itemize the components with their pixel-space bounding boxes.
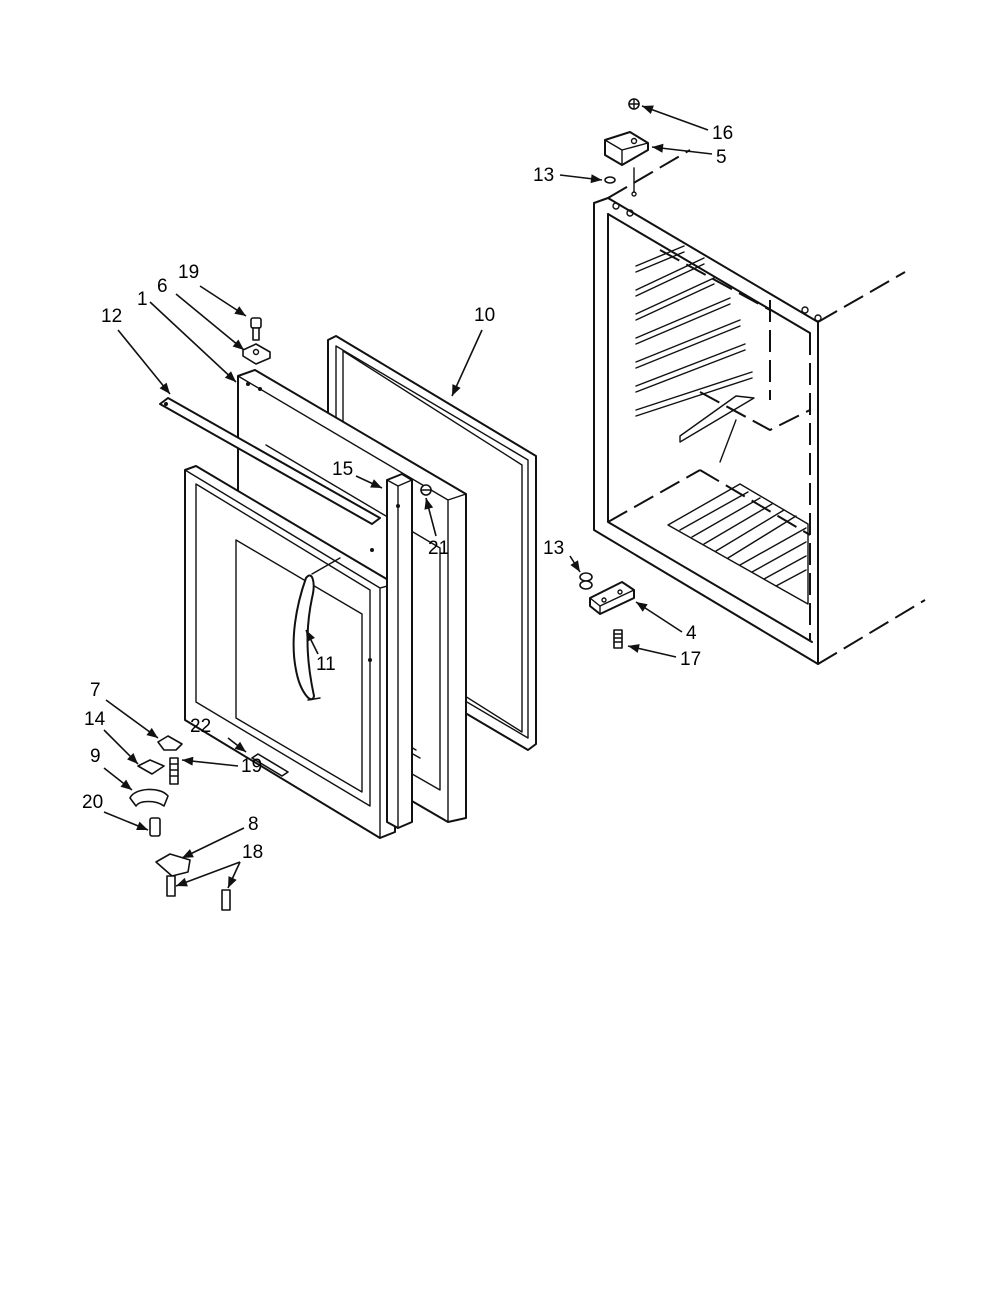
callout-18: 18 (242, 842, 263, 863)
callout-16: 16 (712, 123, 733, 144)
leader-22-arrowhead (234, 741, 246, 752)
hinge-screw-bottom (613, 629, 623, 649)
leader-lines (103, 105, 713, 889)
callout-1: 1 (137, 289, 148, 310)
callout-9: 9 (90, 746, 101, 767)
leader-15-arrowhead (370, 479, 382, 488)
callout-14: 14 (84, 709, 106, 730)
bottom-hinge (589, 581, 635, 615)
top-hinge (604, 131, 649, 166)
leader-19-bottom-arrowhead (182, 756, 194, 766)
leader-4-arrowhead (636, 602, 648, 612)
callout-10: 10 (474, 305, 495, 326)
shim (137, 759, 165, 775)
callout-labels: 16 5 13 19 1 6 12 10 15 21 13 4 17 11 7 … (82, 123, 733, 863)
nut (420, 484, 432, 496)
vent-slots (635, 245, 753, 417)
screw-pair (166, 875, 231, 911)
callout-4: 4 (686, 623, 697, 644)
leader-10 (451, 329, 483, 397)
leader-7-arrowhead (146, 727, 158, 738)
callout-5: 5 (716, 147, 727, 168)
leader-14-arrowhead (127, 753, 138, 764)
hinge-washer-top (604, 176, 616, 184)
leader-13-top-arrowhead (590, 174, 602, 184)
leader-1-arrowhead (224, 371, 236, 382)
leader-10-arrowhead (452, 384, 461, 396)
door-hinge-top (242, 343, 271, 365)
cabinet-body (593, 149, 926, 665)
door-hinge-bottom (157, 735, 183, 751)
bushing (149, 817, 161, 837)
callout-13-top: 13 (533, 165, 554, 186)
callout-21: 21 (428, 538, 449, 559)
leader-8 (181, 827, 245, 859)
leader-18b-arrowhead (228, 876, 237, 888)
callout-7: 7 (90, 680, 101, 701)
callout-8: 8 (248, 814, 259, 835)
leader-20-arrowhead (136, 821, 148, 830)
leader-11-arrowhead (306, 630, 315, 642)
leader-18a (175, 861, 241, 887)
callout-22: 22 (190, 716, 211, 737)
leader-16 (641, 105, 709, 131)
trim-strip (159, 397, 381, 525)
closure-bracket (155, 853, 191, 877)
leader-18a-arrowhead (176, 877, 188, 887)
leader-21-arrowhead (424, 498, 434, 510)
leader-17-arrowhead (628, 644, 640, 653)
leader-5-arrowhead (652, 143, 664, 153)
leader-9-arrowhead (120, 779, 132, 790)
hinge-screw-top (628, 98, 640, 110)
label-plate (251, 753, 289, 777)
callout-19-top: 19 (178, 262, 199, 283)
door-hinge-screw-top (250, 317, 262, 341)
callout-13-bottom: 13 (543, 538, 564, 559)
leader-16-arrowhead (642, 105, 654, 114)
leader-6-arrowhead (232, 339, 244, 350)
leader-6 (175, 293, 245, 351)
leader-12-arrowhead (159, 382, 170, 394)
callout-11: 11 (316, 654, 336, 675)
door-handle (292, 557, 341, 701)
leader-8-arrowhead (182, 849, 194, 858)
callout-17: 17 (680, 649, 701, 670)
leader-12 (117, 329, 171, 395)
callout-20: 20 (82, 792, 103, 813)
callout-6: 6 (157, 276, 168, 297)
floor-grille (667, 483, 809, 605)
hinge-washers-bottom (579, 572, 593, 590)
callout-19-bottom: 19 (241, 756, 262, 777)
callout-12: 12 (101, 306, 122, 327)
callout-15: 15 (332, 459, 353, 480)
leader-1 (149, 301, 237, 383)
leader-19-top-arrowhead (234, 306, 246, 316)
side-strip (386, 473, 413, 829)
stop-bracket (129, 788, 169, 807)
leader-13-bottom-arrowhead (570, 560, 580, 572)
hinge-pin (169, 757, 179, 785)
